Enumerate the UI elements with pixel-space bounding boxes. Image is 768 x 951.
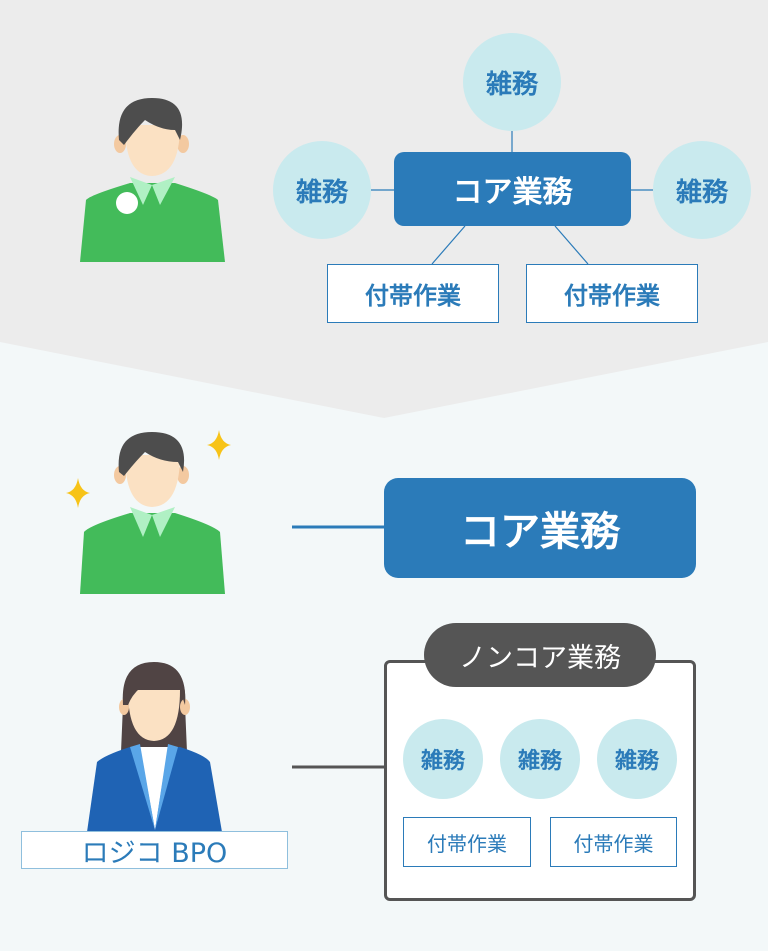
- misc-task-circle: 雑務: [597, 719, 677, 799]
- sparkle-icon: [66, 478, 90, 508]
- misc-task-circle: 雑務: [403, 719, 483, 799]
- misc-task-circle: 雑務: [500, 719, 580, 799]
- bpo-name-label: ロジコ BPO: [21, 831, 288, 869]
- misc-task-circle: 雑務: [273, 141, 371, 239]
- sparkle-icon: [207, 430, 231, 460]
- connector-lines: [371, 131, 653, 265]
- attached-task-box: 付帯作業: [526, 264, 698, 323]
- misc-task-circle: 雑務: [653, 141, 751, 239]
- attached-task-box: 付帯作業: [327, 264, 499, 323]
- noncore-label: ノンコア業務: [424, 623, 656, 687]
- core-task-box: コア業務: [394, 152, 631, 226]
- core-task-box-focused: コア業務: [384, 478, 696, 578]
- employee-focused-icon: [80, 432, 225, 594]
- attached-task-box: 付帯作業: [550, 817, 677, 867]
- bpo-staff-icon: [87, 662, 222, 832]
- attached-task-box: 付帯作業: [403, 817, 531, 867]
- employee-busy-icon: [80, 98, 225, 262]
- misc-task-circle: 雑務: [463, 33, 561, 131]
